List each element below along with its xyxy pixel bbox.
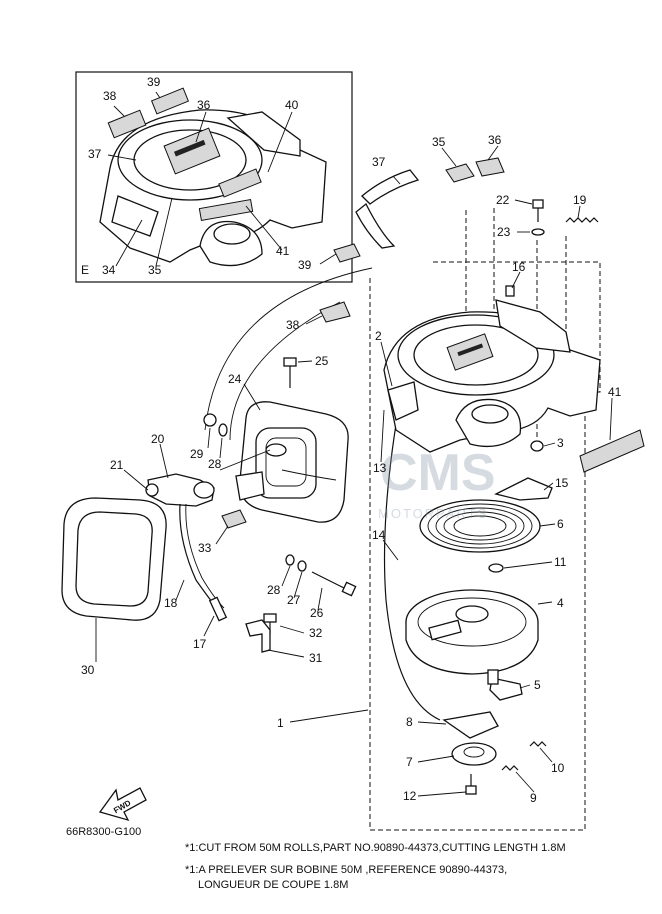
callout-5: 5	[534, 678, 541, 692]
callout-6: 6	[557, 517, 564, 531]
callout-11: 11	[554, 555, 567, 569]
spring-19	[565, 217, 599, 223]
washer-27	[297, 560, 307, 572]
decal-41	[579, 429, 645, 473]
diagram-code: 66R8300-G100	[66, 826, 142, 838]
callout-16: 16	[512, 260, 526, 274]
callout-18: 18	[164, 596, 178, 610]
inset-callout-34: 34	[102, 263, 116, 277]
callout-27: 27	[287, 593, 301, 607]
callout-33: 33	[198, 541, 212, 555]
callout-7: 7	[406, 755, 413, 769]
callout-8: 8	[406, 715, 413, 729]
spring-9	[501, 765, 519, 771]
callout-38: 38	[286, 318, 300, 332]
callout-4: 4	[557, 596, 564, 610]
inset-callout-35: 35	[148, 263, 162, 277]
callout-20: 20	[151, 432, 165, 446]
handle-30	[61, 497, 167, 621]
callout-26: 26	[310, 606, 324, 620]
decal-39	[333, 243, 361, 263]
callout-17: 17	[193, 637, 207, 651]
callout-30: 30	[81, 663, 95, 677]
bolt-12	[465, 774, 477, 795]
inset-callout-39: 39	[147, 75, 161, 89]
washer-23	[531, 228, 545, 236]
nut-3	[530, 440, 544, 452]
callout-19: 19	[573, 193, 587, 207]
silencer-24	[219, 401, 349, 523]
friction-plate-8	[442, 711, 499, 739]
callout-29: 29	[190, 447, 204, 461]
callout-14: 14	[372, 528, 386, 542]
callout-25: 25	[315, 354, 329, 368]
starter-housing-2	[383, 299, 601, 453]
pin-16	[505, 285, 515, 297]
inset-callout-38: 38	[103, 89, 117, 103]
callout-39: 39	[298, 258, 312, 272]
fwd-arrow-icon: FWD	[98, 787, 147, 822]
starter-rope-14	[383, 411, 441, 721]
pawl-15	[494, 477, 553, 501]
callout-22: 22	[496, 193, 510, 207]
inset-frame	[75, 71, 353, 283]
watermark-brand: CMS	[380, 444, 496, 502]
washer-28b	[285, 554, 295, 566]
callout-37: 37	[372, 155, 386, 169]
callout-10: 10	[551, 761, 565, 775]
inset-callout-36: 36	[197, 98, 211, 112]
callout-24: 24	[228, 372, 242, 386]
callout-31: 31	[309, 651, 323, 665]
callout-28b: 28	[267, 583, 281, 597]
decal-35	[445, 163, 475, 183]
washer-28	[218, 423, 228, 437]
spring-10	[529, 741, 547, 747]
outline-arc	[204, 267, 373, 431]
bolt-26	[311, 571, 357, 597]
callout-13: 13	[373, 461, 387, 475]
callout-41: 41	[608, 385, 622, 399]
leader-lines	[95, 145, 613, 797]
inset-view-e	[75, 71, 353, 283]
footnote-en: *1:CUT FROM 50M ROLLS,PART NO.90890-4437…	[185, 842, 566, 854]
strip-37	[361, 169, 420, 205]
outline-arc-inner	[229, 301, 341, 441]
decal-36	[475, 157, 505, 177]
callout-36: 36	[488, 133, 502, 147]
clip-11	[488, 563, 504, 573]
bolt-22	[532, 199, 544, 222]
callout-21: 21	[110, 458, 124, 472]
callout-2: 2	[375, 329, 382, 343]
inset-callout-37: 37	[88, 147, 102, 161]
bracket-31	[245, 619, 271, 653]
callout-28: 28	[208, 457, 222, 471]
reel-4	[405, 589, 539, 675]
inset-callout-41: 41	[276, 244, 290, 258]
nut-29	[203, 413, 217, 427]
callout-3: 3	[557, 436, 564, 450]
handle-grommet-20	[145, 473, 215, 507]
callout-9: 9	[530, 791, 537, 805]
cover-7	[451, 742, 497, 766]
strip-37b	[355, 202, 396, 249]
inset-view-label: E	[81, 263, 89, 277]
watermark-sub: MOTORPARTS	[378, 506, 488, 521]
bolt-25	[283, 357, 297, 388]
callout-35: 35	[432, 135, 446, 149]
decal-38	[319, 301, 351, 323]
callout-1: 1	[277, 716, 284, 730]
callout-15: 15	[555, 476, 569, 490]
connector-17	[208, 596, 228, 622]
footnote-fr-2: LONGUEUR DE COUPE 1.8M	[198, 879, 349, 891]
footnote-fr-1: *1:A PRELEVER SUR BOBINE 50M ,REFERENCE …	[185, 864, 508, 876]
drive-plate-pin	[487, 669, 499, 685]
callout-32: 32	[309, 626, 323, 640]
watermark: CMS MOTORPARTS	[378, 444, 496, 521]
callout-12: 12	[403, 789, 417, 803]
decal-33	[221, 509, 247, 529]
inset-callout-40: 40	[285, 98, 299, 112]
callout-23: 23	[497, 225, 511, 239]
